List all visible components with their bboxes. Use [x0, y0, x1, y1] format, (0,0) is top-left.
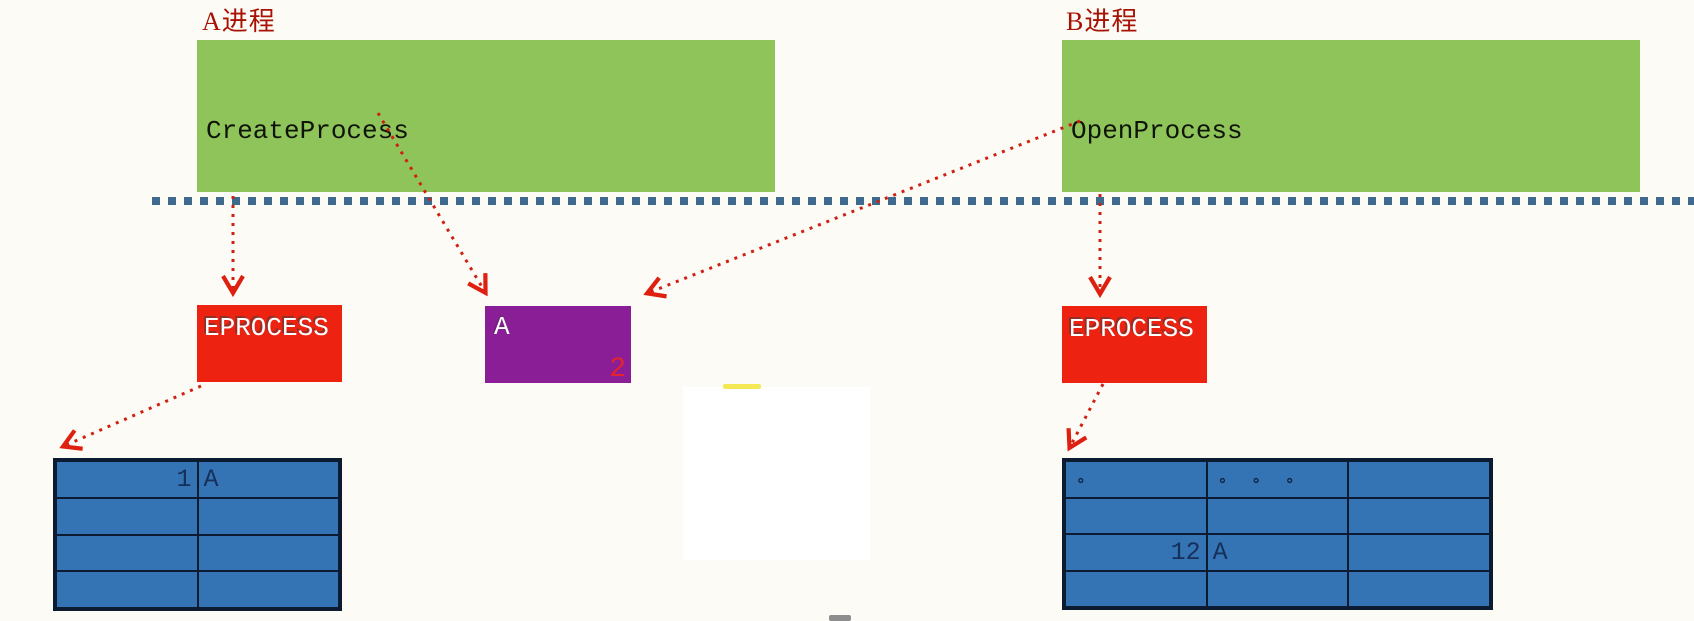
table-cell: A	[1206, 534, 1349, 571]
table-cell	[197, 497, 339, 535]
createprocess-call-label: CreateProcess	[206, 116, 409, 146]
table-cell	[197, 534, 339, 572]
process-a-box: CreateProcess	[197, 40, 775, 192]
yellow-smudge	[723, 384, 761, 389]
table-cell: 1	[56, 461, 198, 498]
table-cell-dots: ∘∘∘	[1206, 461, 1349, 498]
table-cell	[56, 497, 198, 535]
table-cell: A	[197, 461, 339, 498]
table-cell	[56, 534, 198, 572]
arrow-eprocess-left-to-table	[64, 384, 202, 446]
shared-object-refcount: 2	[609, 354, 626, 385]
table-cell	[56, 571, 198, 608]
table-cell	[1348, 534, 1490, 571]
eprocess-right-box: EPROCESS	[1062, 306, 1207, 383]
handle-table-left: 1 A	[53, 458, 342, 611]
process-b-label: B进程	[1066, 7, 1139, 36]
openprocess-call-label: OpenProcess	[1071, 116, 1243, 146]
table-cell	[1348, 461, 1490, 498]
process-a-label: A进程	[202, 7, 276, 36]
process-b-box: OpenProcess	[1062, 40, 1640, 192]
table-cell	[1206, 497, 1349, 534]
gray-mark	[829, 615, 851, 621]
table-cell-dot: ∘	[1065, 461, 1207, 498]
eprocess-left-box: EPROCESS	[197, 305, 342, 382]
table-cell	[1348, 497, 1490, 534]
table-cell	[197, 571, 339, 608]
table-cell	[1065, 570, 1207, 607]
handle-table-right: ∘ ∘∘∘ 12 A	[1062, 458, 1493, 610]
arrow-eprocess-right-to-table	[1070, 383, 1105, 447]
table-cell	[1206, 570, 1349, 607]
white-patch	[683, 387, 870, 560]
table-cell	[1065, 497, 1207, 534]
shared-object-name: A	[494, 312, 510, 342]
table-cell	[1348, 570, 1490, 607]
table-cell: 12	[1065, 534, 1207, 571]
user-kernel-boundary-line	[152, 197, 1694, 205]
shared-object-box: A 2	[485, 306, 631, 385]
